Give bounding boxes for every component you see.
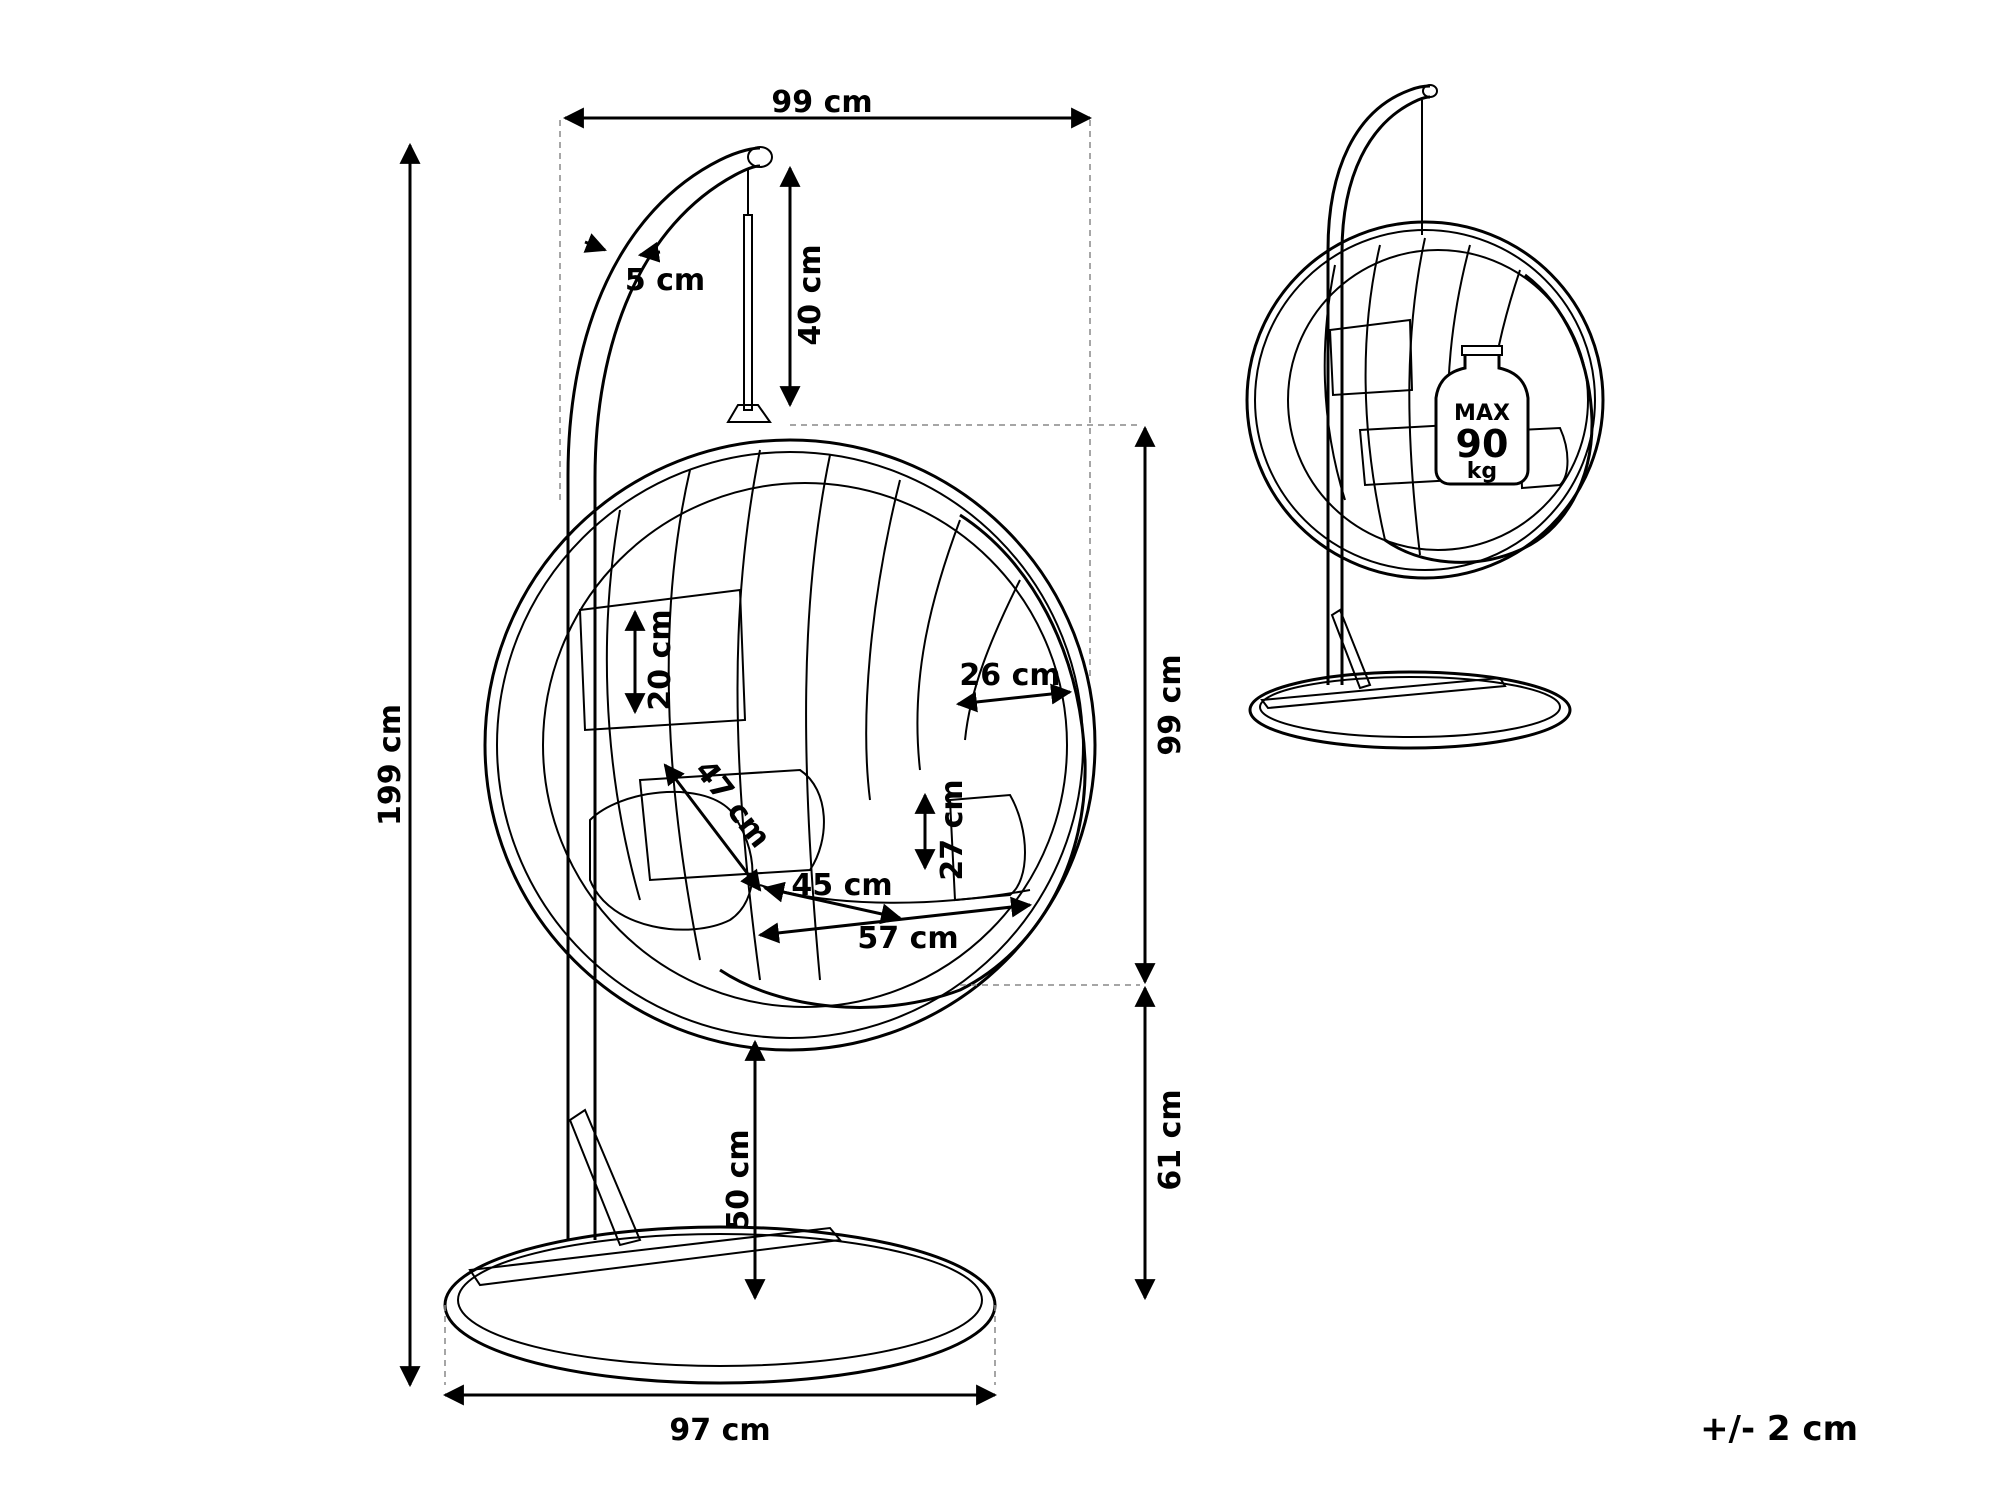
max-load-badge: MAX 90 kg: [1434, 345, 1530, 486]
max-load-value: 90: [1456, 422, 1509, 466]
base-width-label: 97 cm: [669, 1413, 770, 1448]
dimension-arrows: [399, 107, 1156, 1406]
side-opening-arrow: [955, 683, 1073, 713]
back-pillow: [578, 588, 747, 732]
seat-cushion: [638, 768, 825, 882]
total-height-label: 199 cm: [373, 704, 408, 826]
tube-diameter-arrow-right: [637, 241, 661, 263]
seat-depth-arrow: [663, 763, 762, 892]
weight-icon: [1434, 351, 1530, 486]
stand-pole: [566, 146, 761, 1240]
tube-diameter-label: 5 cm: [625, 263, 705, 298]
side-cushion-right: [948, 793, 1026, 902]
seat-width-outer-arrow: [757, 896, 1033, 944]
tolerance-note: +/- 2 cm: [1700, 1409, 1858, 1449]
stand-base: [443, 1225, 997, 1385]
hanging-chain: [726, 170, 772, 423]
basket-height-label: 99 cm: [1153, 654, 1188, 755]
chain-length-label: 40 cm: [793, 244, 828, 345]
guide-lines: [444, 120, 1140, 1385]
pillow-height-label: 20 cm: [643, 609, 678, 710]
preview-chair-illustration: [1245, 84, 1605, 750]
main-chair-illustration: [443, 146, 1097, 1385]
clearance-height-label: 61 cm: [1153, 1089, 1188, 1190]
seat-width-outer-label: 57 cm: [857, 921, 958, 956]
seat-width-inner-label: 45 cm: [791, 868, 892, 903]
max-load-unit: kg: [1467, 459, 1497, 484]
max-load-label: MAX: [1454, 401, 1510, 426]
seat-depth-label: 47 cm: [688, 753, 778, 854]
basket-sphere: [483, 438, 1097, 1052]
side-opening-label: 26 cm: [959, 658, 1060, 693]
top-width-label: 99 cm: [771, 85, 872, 120]
seat-height-label: 50 cm: [721, 1129, 756, 1230]
back-cushion-height-label: 27 cm: [935, 779, 970, 880]
tube-diameter-arrow-left: [583, 233, 607, 253]
